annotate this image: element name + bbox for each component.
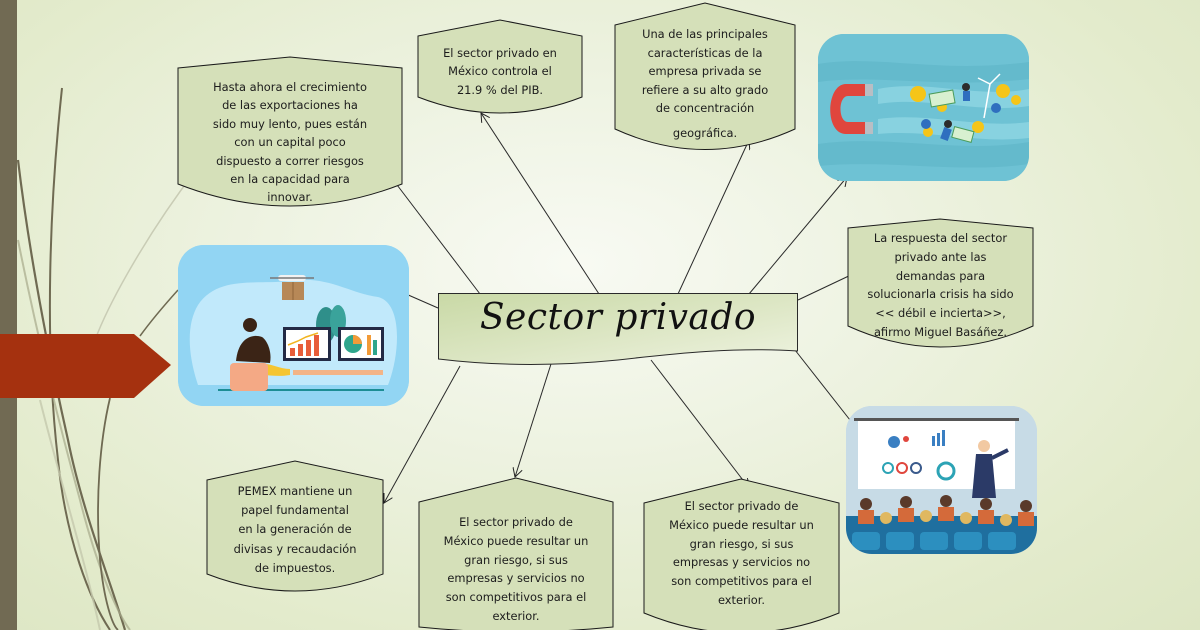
node-riesgo-2[interactable]: El sector privado de México puede result… <box>643 478 840 630</box>
node-text-line: México puede resultar un <box>443 533 589 548</box>
node-text-line: refiere a su alto grado <box>641 82 769 97</box>
node-text-line: gran riesgo, si sus <box>689 536 794 551</box>
node-text-line: 21.9 % del PIB. <box>456 82 544 97</box>
node-text-line: en la capacidad para <box>230 172 350 187</box>
red-arrow-ribbon <box>0 334 171 398</box>
node-concentracion[interactable]: Una de las principales características d… <box>614 2 796 154</box>
node-shape <box>847 218 1034 348</box>
central-shape <box>438 293 798 365</box>
node-text-line: en la generación de <box>238 522 352 537</box>
left-accent-bar <box>0 0 17 630</box>
node-text-line: El sector privado de <box>684 499 799 513</box>
node-shape <box>177 56 403 207</box>
node-text-line: son competitivos para el <box>671 574 812 589</box>
node-text-line: geográfica. <box>672 125 738 140</box>
node-text-line: sido muy lento, pues están <box>212 116 368 131</box>
image-analyst-drone <box>178 245 409 406</box>
node-text-line: innovar. <box>267 190 313 205</box>
node-text-line: solucionarla crisis ha sido <box>867 287 1014 302</box>
node-text-line: empresas y servicios no <box>672 555 811 570</box>
node-text-line: de las exportaciones ha <box>222 98 358 113</box>
node-pib[interactable]: El sector privado en México controla el … <box>417 19 583 119</box>
node-shape <box>614 2 796 150</box>
node-text-line: La respuesta del sector <box>873 231 1008 245</box>
node-shape <box>418 477 614 630</box>
node-text-line: México controla el <box>448 64 552 79</box>
node-shape <box>643 478 840 630</box>
image-presentation <box>846 406 1037 554</box>
node-text-line: Hasta ahora el crecimiento <box>213 80 367 94</box>
node-shape <box>206 460 384 592</box>
node-text-line: privado ante las <box>894 249 987 264</box>
node-exportaciones[interactable]: Hasta ahora el crecimiento de las export… <box>177 56 403 216</box>
node-text-line: exterior. <box>717 592 766 607</box>
central-topic[interactable]: Sector privado <box>438 293 798 368</box>
analyst-illustration-icon <box>178 245 409 406</box>
node-text-line: afirmo Miguel Basáñez. <box>873 324 1008 339</box>
image-magnet-money <box>818 34 1029 181</box>
node-riesgo-1[interactable]: El sector privado de México puede result… <box>418 477 614 630</box>
node-text-line: gran riesgo, si sus <box>464 552 568 567</box>
node-text-line: con un capital poco <box>234 135 346 150</box>
node-text-line: demandas para <box>895 268 986 283</box>
node-text-line: dispuesto a correr riesgos <box>216 153 364 168</box>
node-shape <box>417 19 583 114</box>
node-pemex[interactable]: PEMEX mantiene un papel fundamental en l… <box>206 460 384 598</box>
node-text-line: México puede resultar un <box>669 517 814 532</box>
node-text-line: divisas y recaudación <box>233 541 357 556</box>
node-text-line: empresas y servicios no <box>447 571 585 586</box>
node-text-line: de impuestos. <box>254 560 336 575</box>
node-text-line: << débil e incierta>>, <box>875 306 1006 321</box>
magnet-illustration-icon <box>818 34 1029 181</box>
central-topic-title: Sector privado <box>479 297 757 338</box>
node-text-line: papel fundamental <box>241 503 349 518</box>
node-text-line: empresa privada se <box>648 64 762 79</box>
node-text-line: PEMEX mantiene un <box>237 484 353 498</box>
node-text-line: características de la <box>647 45 763 60</box>
presentation-illustration-icon <box>846 406 1037 554</box>
node-text-line: Una de las principales <box>642 27 768 41</box>
node-text-line: son competitivos para el <box>445 590 587 605</box>
node-text-line: El sector privado en <box>443 46 557 60</box>
node-text-line: El sector privado de <box>459 515 573 529</box>
node-text-line: exterior. <box>492 608 540 623</box>
node-text-line: de concentración <box>655 101 755 116</box>
node-respuesta[interactable]: La respuesta del sector privado ante las… <box>847 218 1034 358</box>
